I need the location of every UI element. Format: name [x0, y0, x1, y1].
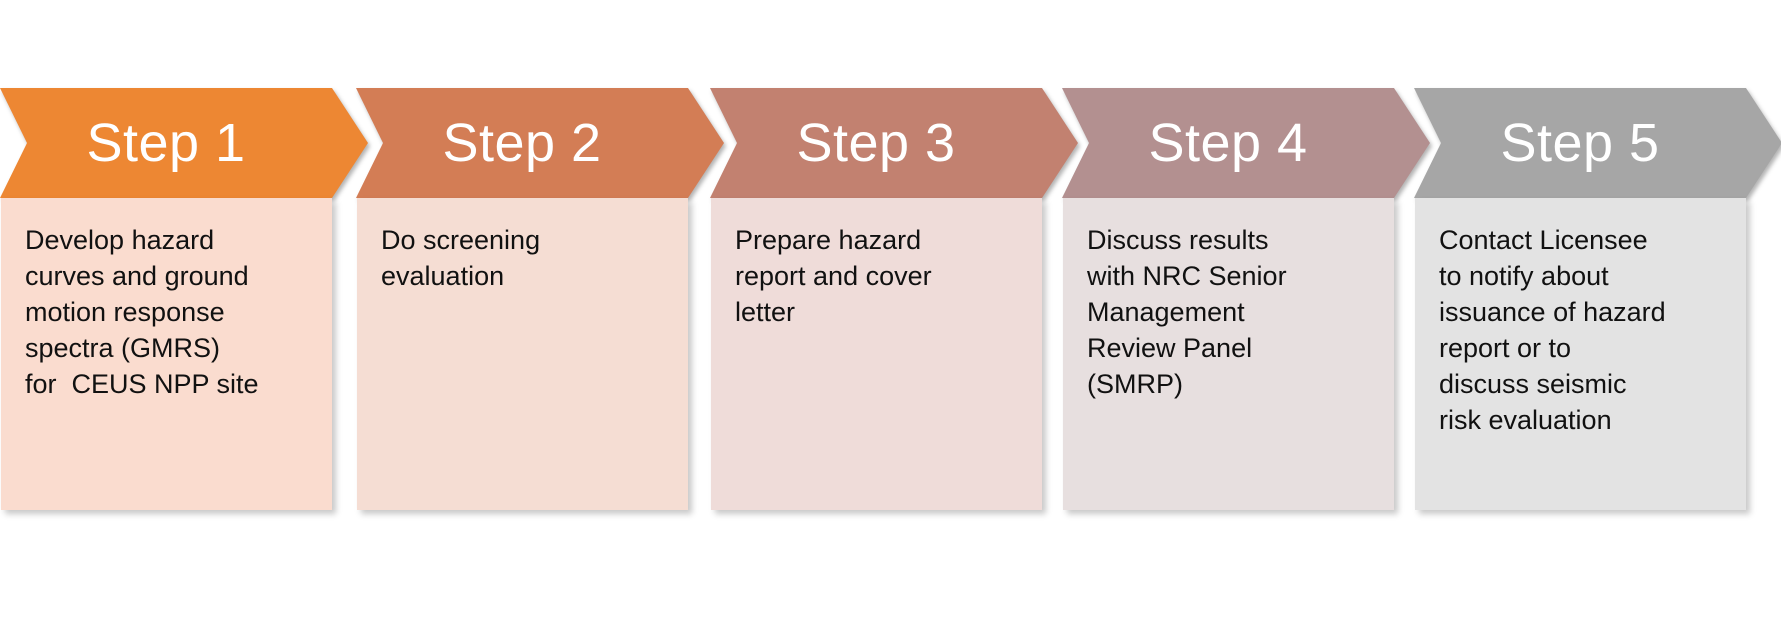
step-description: Do screening evaluation — [381, 225, 541, 291]
step-column-5: Step 5 Contact Licensee to notify about … — [1414, 88, 1781, 510]
step-description: Contact Licensee to notify about issuanc… — [1439, 225, 1666, 435]
step-label: Step 5 — [1500, 113, 1660, 173]
step-description: Prepare hazard report and cover letter — [735, 225, 932, 327]
step-column-1: Step 1 Develop hazard curves and ground … — [0, 88, 368, 510]
step-description-box: Do screening evaluation — [357, 198, 688, 510]
step-description-box: Prepare hazard report and cover letter — [711, 198, 1042, 510]
step-chevron-arrow-icon — [710, 88, 1078, 198]
step-chevron-arrow-icon — [1414, 88, 1781, 198]
step-chevron-arrow-icon — [0, 88, 368, 198]
step-description-box: Contact Licensee to notify about issuanc… — [1415, 198, 1746, 510]
step-description: Discuss results with NRC Senior Manageme… — [1087, 225, 1287, 399]
step-chevron-arrow-icon — [1062, 88, 1430, 198]
step-column-2: Step 2 Do screening evaluation — [356, 88, 724, 510]
step-label: Step 3 — [796, 113, 956, 173]
step-description: Develop hazard curves and ground motion … — [25, 225, 259, 399]
step-chevron-arrow-icon — [356, 88, 724, 198]
step-column-4: Step 4 Discuss results with NRC Senior M… — [1062, 88, 1430, 510]
step-column-3: Step 3 Prepare hazard report and cover l… — [710, 88, 1078, 510]
step-description-box: Develop hazard curves and ground motion … — [1, 198, 332, 510]
step-label: Step 4 — [1148, 113, 1308, 173]
step-label: Step 1 — [86, 113, 246, 173]
step-description-box: Discuss results with NRC Senior Manageme… — [1063, 198, 1394, 510]
step-label: Step 2 — [442, 113, 602, 173]
